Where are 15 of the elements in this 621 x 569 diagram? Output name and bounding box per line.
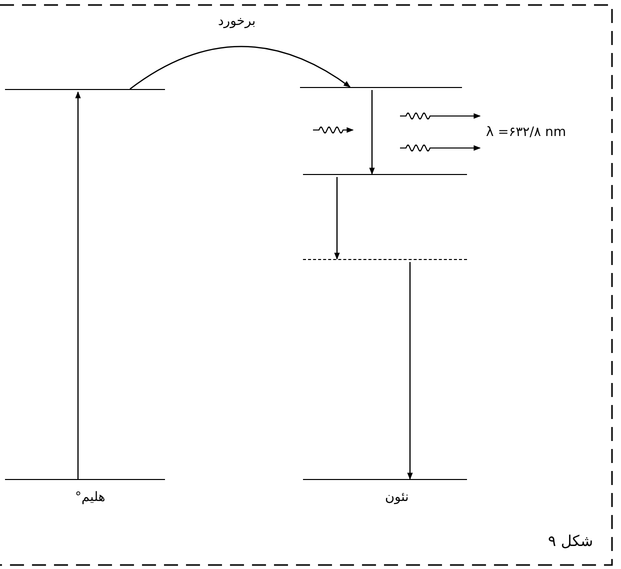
arrow (369, 90, 375, 175)
energy-level-line (5, 89, 165, 92)
energy-level-line (300, 87, 462, 90)
level-label: نئون (385, 490, 409, 506)
arrow (334, 177, 340, 260)
energy-level-line (303, 479, 467, 482)
energy-level-line (303, 259, 467, 262)
figure-caption: شکل ۹ (548, 532, 594, 550)
level-label: هلیم° (75, 490, 106, 506)
arrow (75, 91, 81, 479)
arrow (130, 46, 351, 90)
wavelength-label: λ =۶۳۲/۸ nm (486, 125, 566, 141)
energy-level-line (5, 479, 165, 482)
energy-level-line (303, 174, 467, 177)
arrow (407, 262, 413, 480)
